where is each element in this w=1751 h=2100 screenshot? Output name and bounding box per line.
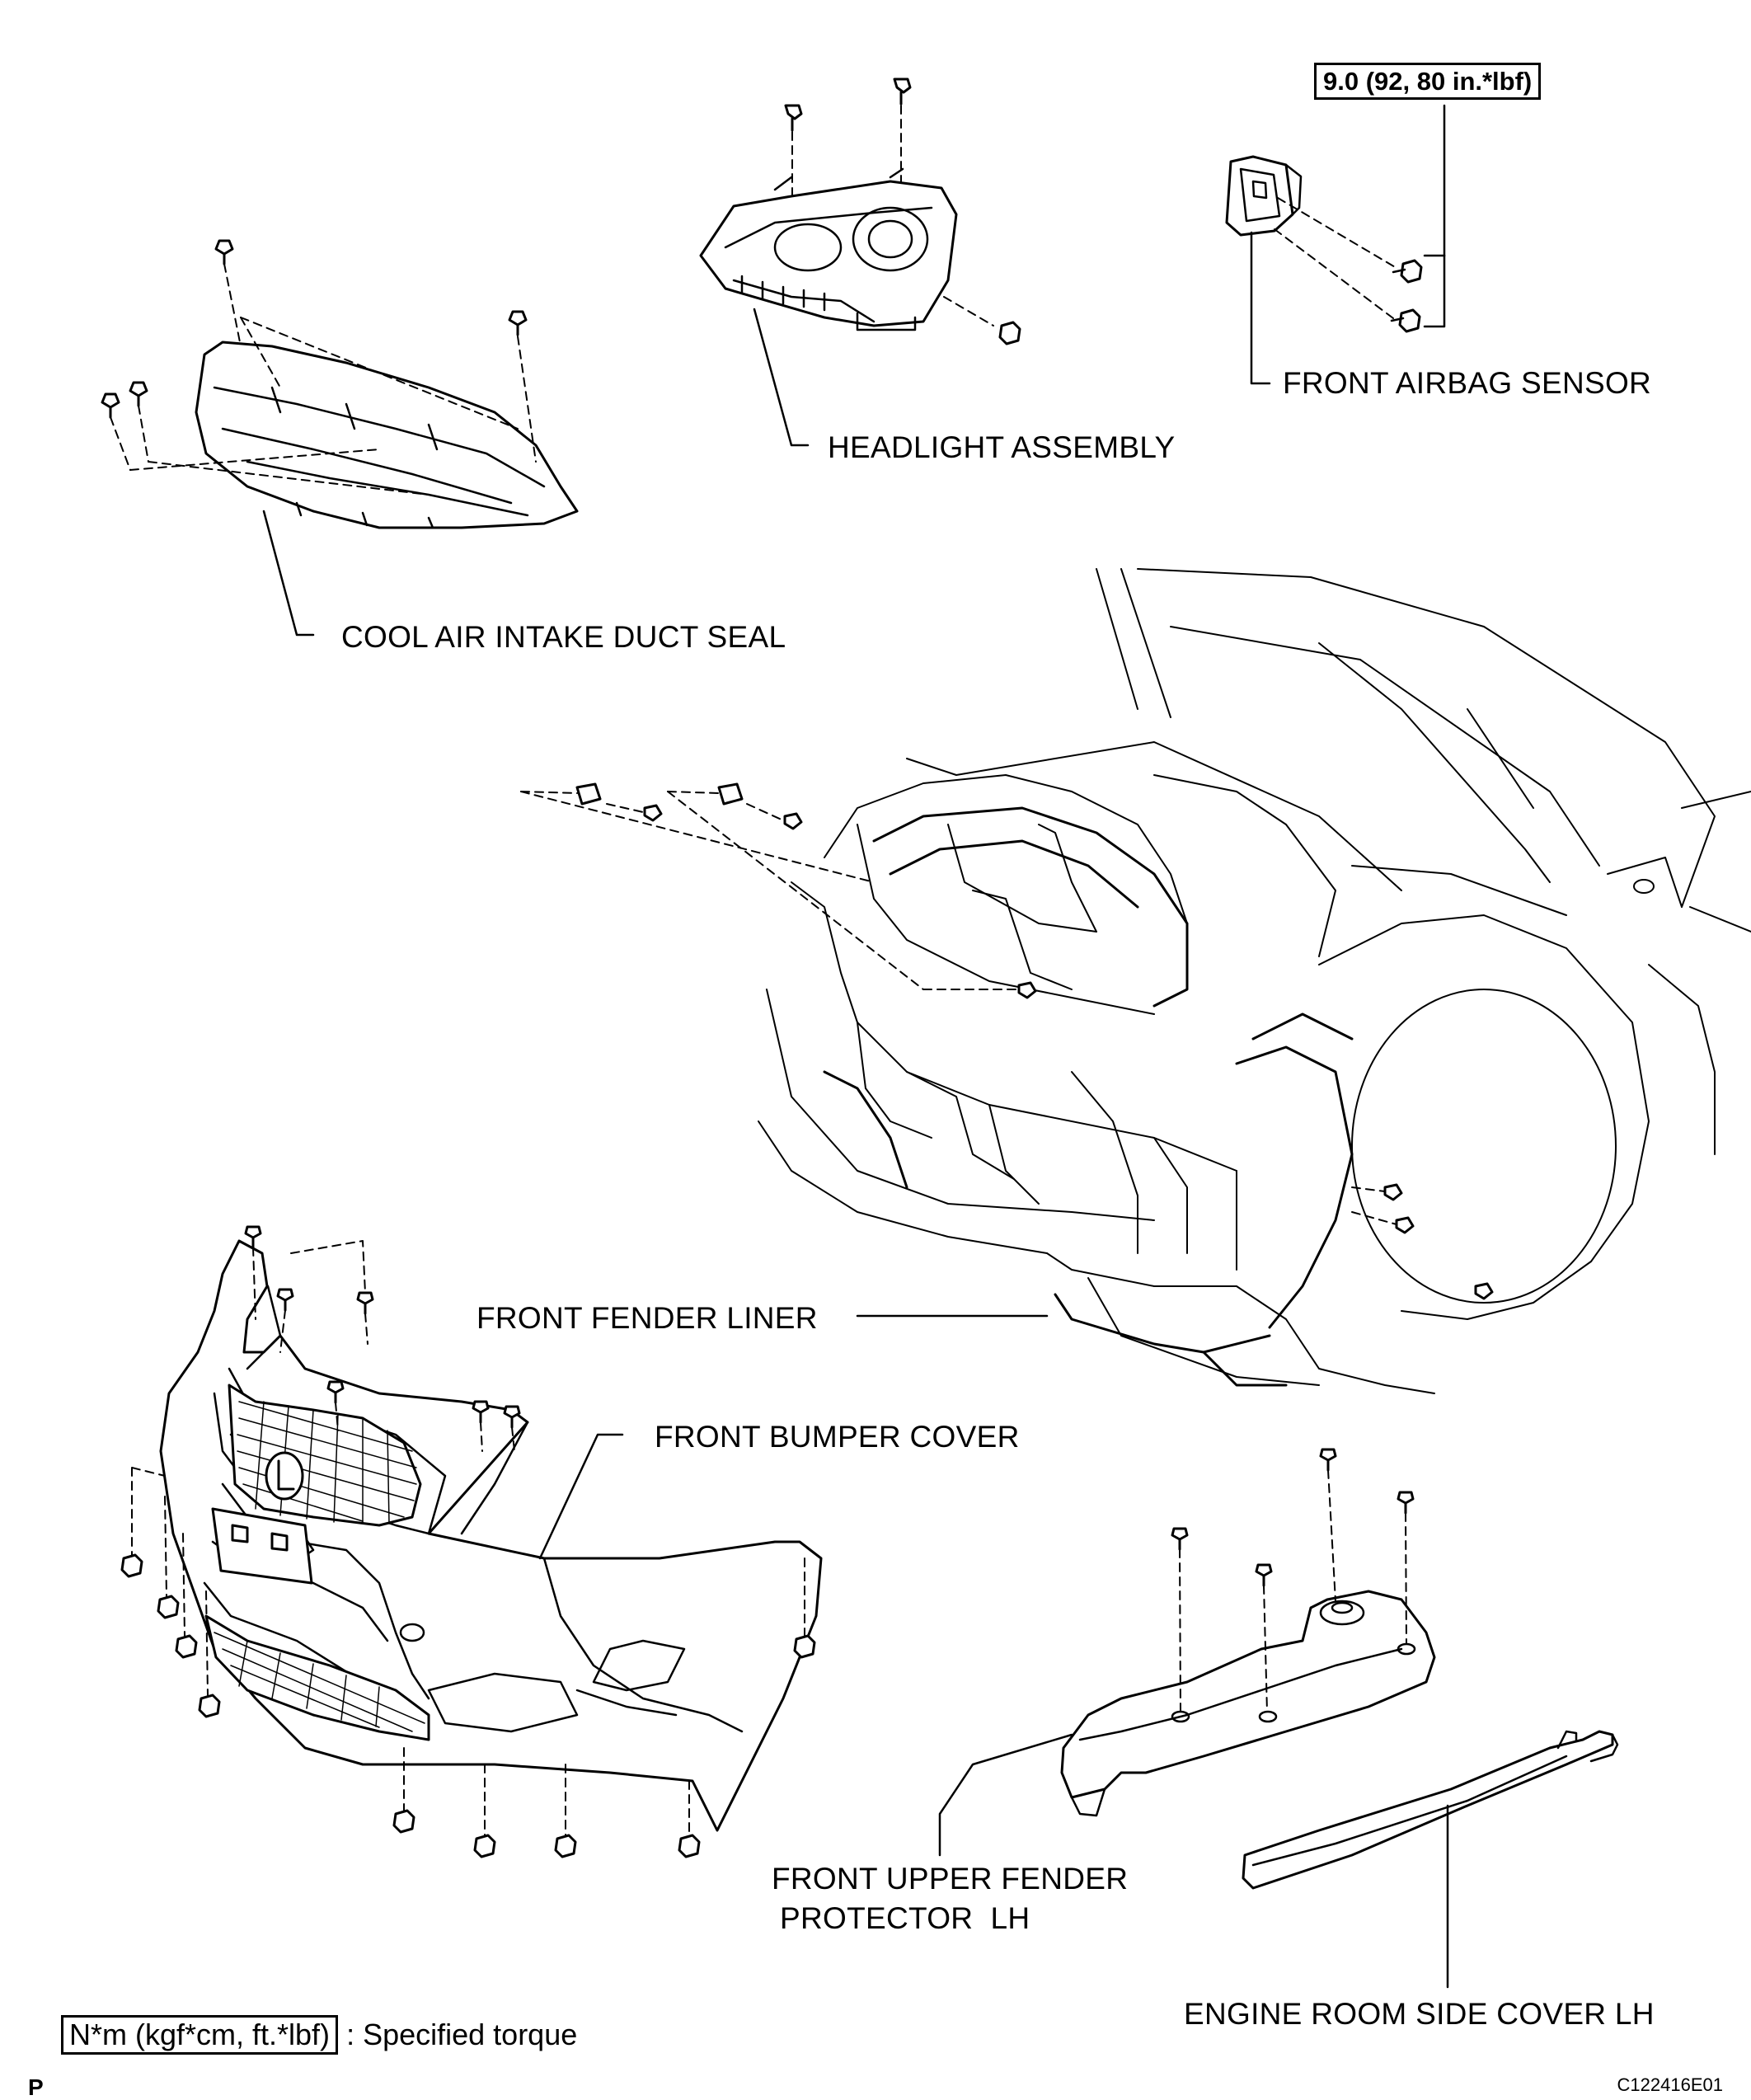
label-front-upper-fender-protector: FRONT UPPER FENDER <box>772 1862 1129 1896</box>
label-front-bumper-cover: FRONT BUMPER COVER <box>655 1420 1020 1454</box>
label-headlight-assembly: HEADLIGHT ASSEMBLY <box>828 430 1176 464</box>
torque-spec-box: 9.0 (92, 80 in.*lbf) <box>1314 63 1542 100</box>
headlight-leader-line <box>753 308 810 447</box>
duct-seal-dashed-lines <box>110 263 537 496</box>
airbag-dashed-lines <box>1274 197 1397 319</box>
front-upper-fender-protector-part <box>1060 1590 1436 1817</box>
legend-unit-box: N*m (kgf*cm, ft.*lbf) <box>61 2015 339 2055</box>
bumper-dashed-lines <box>131 1240 805 1836</box>
headlight-bolt-icon <box>893 78 912 106</box>
airbag-bolt-icon <box>1390 308 1421 333</box>
bumper-license-bracket <box>211 1507 313 1585</box>
label-engine-room-side-cover: ENGINE ROOM SIDE COVER LH <box>1184 1997 1655 2031</box>
bumper-bolt-icon <box>120 1225 816 1858</box>
airbag-torque-leader <box>1250 104 1446 385</box>
bumper-grille <box>228 1384 422 1527</box>
fender-liner-clip-icon <box>575 782 1494 1300</box>
bumper-leader-line <box>538 1433 624 1560</box>
fender-protector-dashed-lines <box>1179 1469 1407 1712</box>
label-front-airbag-sensor: FRONT AIRBAG SENSOR <box>1283 366 1652 400</box>
engine-room-side-cover-part <box>1242 1730 1619 1890</box>
duct-seal-leader-line <box>262 510 315 637</box>
cool-air-intake-duct-seal-part <box>195 341 579 529</box>
airbag-bolt-icon <box>1392 259 1423 284</box>
vehicle-front-body <box>758 568 1751 1394</box>
duct-seal-clip-icon <box>101 239 528 419</box>
fender-liner-dashed-lines <box>520 791 1397 1225</box>
label-front-fender-liner: FRONT FENDER LINER <box>476 1301 818 1335</box>
headlight-bolt-icon <box>998 321 1021 345</box>
figure-code: C122416E01 <box>1617 2074 1723 2095</box>
headlight-dashed-lines <box>791 105 994 327</box>
headlight-assembly-part <box>699 167 958 331</box>
fender-protector-clip-icon <box>1171 1448 1415 1587</box>
fender-liner-inner-detail <box>823 806 1354 1387</box>
legend-description: : Specified torque <box>346 2018 578 2051</box>
fender-protector-leader-line <box>938 1733 1073 1857</box>
front-airbag-sensor-part <box>1225 155 1303 237</box>
torque-legend: N*m (kgf*cm, ft.*lbf) : Specified torque <box>61 2015 577 2055</box>
bumper-lower-grille <box>204 1614 430 1741</box>
page-mark: P <box>28 2074 44 2100</box>
label-cool-air-intake-duct-seal: COOL AIR INTAKE DUCT SEAL <box>341 620 786 654</box>
headlight-bolt-icon <box>784 104 803 132</box>
label-front-upper-fender-protector-line2: PROTECTOR LH <box>780 1901 1030 1935</box>
